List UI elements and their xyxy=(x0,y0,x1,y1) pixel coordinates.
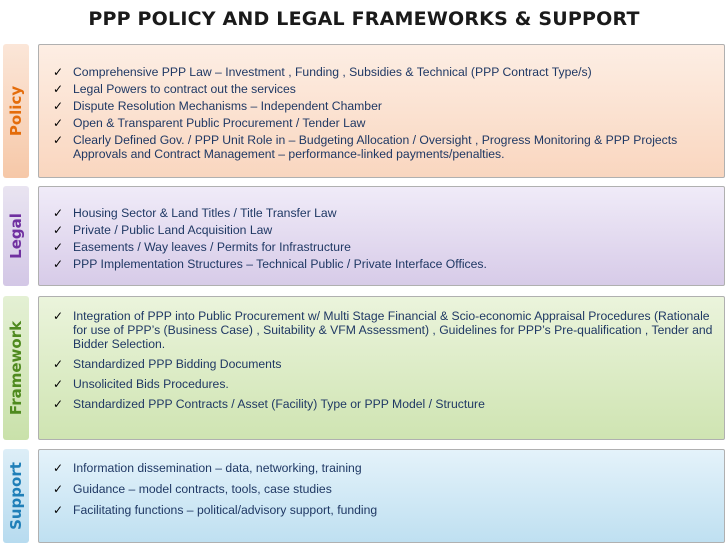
section-content-policy: ✓Comprehensive PPP Law – Investment , Fu… xyxy=(38,44,725,178)
list-item: ✓Standardized PPP Contracts / Asset (Fac… xyxy=(53,397,485,411)
section-tab-framework: Framework xyxy=(3,296,29,440)
list-item: ✓Clearly Defined Gov. / PPP Unit Role in… xyxy=(53,133,678,161)
list-item: ✓Unsolicited Bids Procedures. xyxy=(53,377,229,391)
checkmark-icon: ✓ xyxy=(53,65,64,79)
checkmark-icon: ✓ xyxy=(53,377,64,391)
list-item: ✓Private / Public Land Acquisition Law xyxy=(53,223,273,237)
list-item: ✓Standardized PPP Bidding Documents xyxy=(53,357,282,371)
section-content-legal: ✓Housing Sector & Land Titles / Title Tr… xyxy=(38,186,725,286)
list-item: ✓Dispute Resolution Mechanisms – Indepen… xyxy=(53,99,382,113)
list-item: ✓Housing Sector & Land Titles / Title Tr… xyxy=(53,206,337,220)
section-framework: Framework ✓Integration of PPP into Publi… xyxy=(3,296,725,440)
list-item: ✓Easements / Way leaves / Permits for In… xyxy=(53,240,351,254)
checkmark-icon: ✓ xyxy=(53,357,64,371)
section-label-legal: Legal xyxy=(7,213,25,259)
checkmark-icon: ✓ xyxy=(53,223,64,237)
section-content-support: ✓Information dissemination – data, netwo… xyxy=(38,449,725,543)
checkmark-icon: ✓ xyxy=(53,99,64,113)
section-tab-support: Support xyxy=(3,449,29,543)
checkmark-icon: ✓ xyxy=(53,133,64,147)
checkmark-icon: ✓ xyxy=(53,397,64,411)
section-label-framework: Framework xyxy=(7,320,25,416)
bullet-list: ✓Comprehensive PPP Law – Investment , Fu… xyxy=(39,45,724,161)
list-item: ✓Legal Powers to contract out the servic… xyxy=(53,82,296,96)
checkmark-icon: ✓ xyxy=(53,461,64,475)
bullet-list: ✓Housing Sector & Land Titles / Title Tr… xyxy=(39,187,724,271)
section-label-support: Support xyxy=(7,462,25,530)
list-item: ✓PPP Implementation Structures – Technic… xyxy=(53,257,487,271)
bullet-list: ✓Information dissemination – data, netwo… xyxy=(39,450,724,517)
section-support: Support ✓Information dissemination – dat… xyxy=(3,449,725,543)
page-title: PPP POLICY AND LEGAL FRAMEWORKS & SUPPOR… xyxy=(88,8,640,30)
section-tab-legal: Legal xyxy=(3,186,29,286)
section-content-framework: ✓Integration of PPP into Public Procurem… xyxy=(38,296,725,440)
section-policy: Policy ✓Comprehensive PPP Law – Investme… xyxy=(3,44,725,178)
checkmark-icon: ✓ xyxy=(53,482,64,496)
checkmark-icon: ✓ xyxy=(53,82,64,96)
list-item: ✓Open & Transparent Public Procurement /… xyxy=(53,116,366,130)
list-item: ✓Facilitating functions – political/advi… xyxy=(53,503,378,517)
checkmark-icon: ✓ xyxy=(53,257,64,271)
list-item: ✓Comprehensive PPP Law – Investment , Fu… xyxy=(53,65,592,79)
checkmark-icon: ✓ xyxy=(53,116,64,130)
list-item: ✓Guidance – model contracts, tools, case… xyxy=(53,482,332,496)
list-item: ✓Information dissemination – data, netwo… xyxy=(53,461,362,475)
checkmark-icon: ✓ xyxy=(53,206,64,220)
checkmark-icon: ✓ xyxy=(53,503,64,517)
section-label-policy: Policy xyxy=(7,85,25,137)
checkmark-icon: ✓ xyxy=(53,309,64,323)
bullet-list: ✓Integration of PPP into Public Procurem… xyxy=(39,297,724,411)
section-legal: Legal ✓Housing Sector & Land Titles / Ti… xyxy=(3,186,725,286)
checkmark-icon: ✓ xyxy=(53,240,64,254)
section-tab-policy: Policy xyxy=(3,44,29,178)
list-item: ✓Integration of PPP into Public Procurem… xyxy=(53,309,713,351)
